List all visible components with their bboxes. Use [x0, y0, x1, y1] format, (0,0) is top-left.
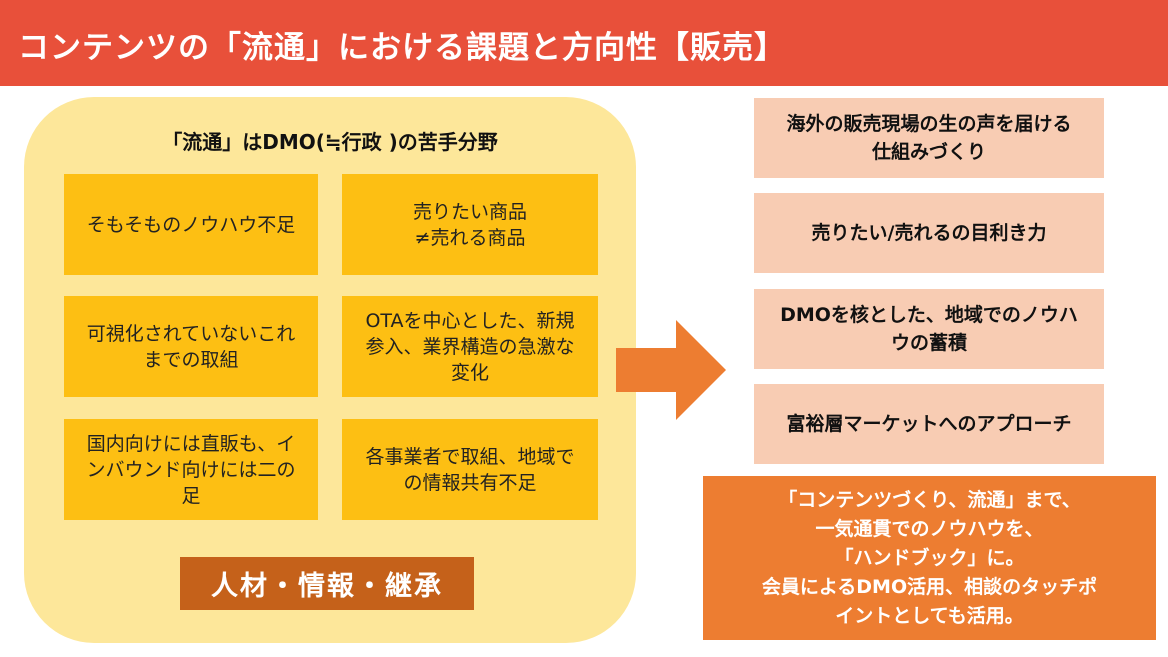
direction-text: 売りたい/売れるの目利き力: [811, 222, 1047, 244]
direction-text: 富裕層マーケットへのアプローチ: [786, 413, 1072, 435]
issue-cell: OTAを中心とした、新規 参入、業界構造の急激な 変化: [342, 296, 598, 397]
issue-cell: そもそものノウハウ不足: [64, 174, 318, 275]
handbook-callout: 「コンテンツづくり、流通」まで、 一気通貫でのノウハウを、 「ハンドブック」に。…: [703, 476, 1156, 640]
direction-item: DMOを核とした、地域でのノウハ ウの蓄積: [754, 289, 1104, 369]
direction-item: 売りたい/売れるの目利き力: [754, 193, 1104, 273]
page-title: コンテンツの「流通」における課題と方向性【販売】: [18, 30, 786, 66]
issue-text: そもそものノウハウ不足: [86, 213, 296, 236]
direction-text: 海外の販売現場の生の声を届ける 仕組みづくり: [786, 113, 1072, 163]
issue-cell: 可視化されていないこれ までの取組: [64, 296, 318, 397]
issue-text: 可視化されていないこれ までの取組: [86, 322, 296, 371]
issue-text: 国内向けには直販も、イ ンバウンド向けには二の 足: [86, 432, 296, 507]
header-bar: コンテンツの「流通」における課題と方向性【販売】: [0, 0, 1168, 86]
issue-cell: 各事業者で取組、地域で の情報共有不足: [342, 419, 598, 520]
issue-cell: 売りたい商品 ≠売れる商品: [342, 174, 598, 275]
direction-item: 海外の販売現場の生の声を届ける 仕組みづくり: [754, 98, 1104, 178]
issues-panel-title: 「流通」はDMO(≒行政 )の苦手分野: [162, 130, 498, 154]
issue-text: OTAを中心とした、新規 参入、業界構造の急激な 変化: [365, 309, 575, 384]
issue-text: 売りたい商品 ≠売れる商品: [412, 200, 527, 249]
direction-item: 富裕層マーケットへのアプローチ: [754, 384, 1104, 464]
direction-text: DMOを核とした、地域でのノウハ ウの蓄積: [780, 304, 1078, 354]
callout-text: 「コンテンツづくり、流通」まで、 一気通貫でのノウハウを、 「ハンドブック」に。…: [761, 488, 1098, 627]
right-arrow-icon: [616, 320, 726, 420]
issue-cell: 国内向けには直販も、イ ンバウンド向けには二の 足: [64, 419, 318, 520]
summary-badge: 人材・情報・継承: [180, 557, 474, 610]
issue-text: 各事業者で取組、地域で の情報共有不足: [365, 445, 575, 494]
